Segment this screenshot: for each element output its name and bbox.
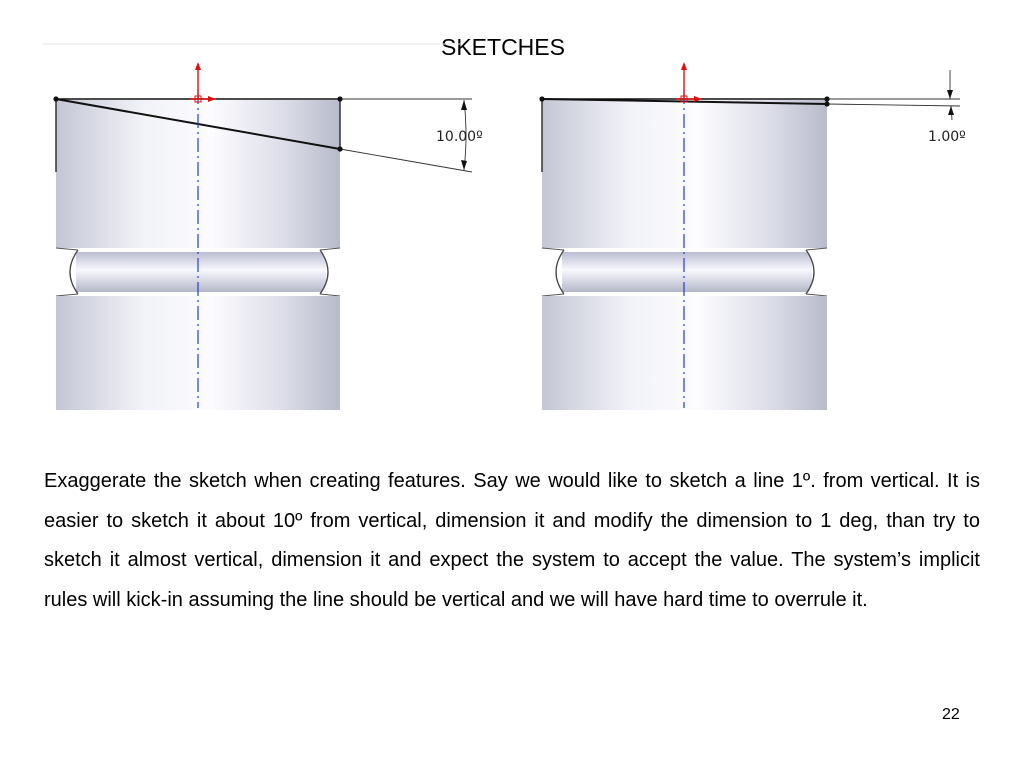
figure-10-degree-sketch: 10.00º xyxy=(40,40,500,412)
cad-drawing-1deg: 1.00º xyxy=(539,62,966,410)
origin-marker-icon xyxy=(190,62,216,103)
endpoint-top-right xyxy=(337,96,343,102)
endpoint-angled xyxy=(824,101,830,107)
groove-right-arc xyxy=(319,249,329,295)
extension-line-angled xyxy=(339,148,473,173)
cad-drawing-10deg: 10.00º xyxy=(42,43,483,410)
body-paragraph: Exaggerate the sketch when creating feat… xyxy=(44,470,980,611)
groove-left-arc xyxy=(555,249,565,295)
dimension-arrow-bottom xyxy=(948,106,954,115)
dimension-arrow-bottom xyxy=(461,160,467,170)
groove xyxy=(562,252,812,292)
slide-title: SKETCHES xyxy=(441,34,565,60)
endpoint-left xyxy=(539,96,545,102)
groove xyxy=(76,252,326,292)
figure-1-degree-sketch: 1.00º xyxy=(530,40,980,412)
endpoint-angled xyxy=(337,146,343,152)
groove-left-arc xyxy=(69,249,79,295)
endpoint-top-right xyxy=(824,96,830,102)
dimension-label-10deg: 10.00º xyxy=(436,129,483,145)
dimension-arrow-top xyxy=(947,90,953,99)
dimension-arrow-top xyxy=(461,100,467,110)
endpoint-left xyxy=(53,96,59,102)
extension-line-angled xyxy=(826,103,961,107)
groove-right-arc xyxy=(805,249,815,295)
page-number: 22 xyxy=(942,706,960,723)
origin-marker-icon xyxy=(676,62,702,103)
dimension-label-1deg: 1.00º xyxy=(928,129,966,145)
